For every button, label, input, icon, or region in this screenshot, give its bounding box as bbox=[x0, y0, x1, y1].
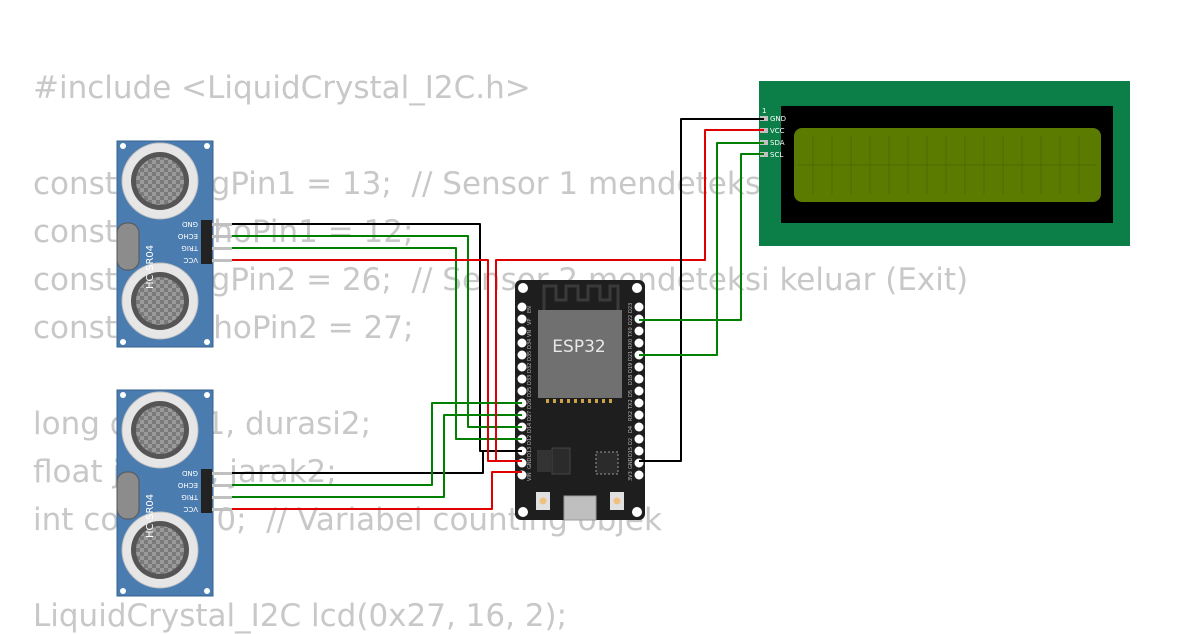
pin-label-d23: D23 bbox=[628, 303, 634, 313]
lcd-character-grid bbox=[798, 136, 1097, 194]
pin-label-trig: TRIG bbox=[181, 244, 199, 252]
pin-one-marker: 1 bbox=[762, 107, 766, 115]
pin-label-gnd: GND bbox=[628, 457, 634, 469]
wire-s1-echo[interactable] bbox=[232, 235, 522, 428]
wire-lcd-scl[interactable] bbox=[639, 153, 764, 321]
sensor-model-label: HC-SR04 bbox=[145, 245, 156, 289]
wire-lcd-gnd[interactable] bbox=[639, 118, 764, 462]
wire-lcd-sda[interactable] bbox=[639, 142, 764, 356]
pin-label-rx2: RX2 bbox=[628, 411, 634, 421]
pin-label-d2: D2 bbox=[628, 438, 634, 445]
wire-s1-vcc[interactable] bbox=[232, 259, 522, 462]
pin-label-3v3: 3V3 bbox=[628, 471, 634, 481]
transducer-bottom bbox=[121, 511, 199, 589]
transducer-bottom bbox=[121, 262, 199, 340]
pin-label-d4: D4 bbox=[628, 426, 634, 433]
lcd-1602-i2c[interactable]: 1 GND VCC SDA SCL bbox=[759, 81, 1130, 246]
voltage-regulator-tab bbox=[537, 450, 551, 472]
pin-label-gnd: GND bbox=[527, 457, 533, 469]
wire-s1-trig[interactable] bbox=[232, 247, 522, 440]
module-castellations bbox=[546, 399, 612, 403]
transducer-top bbox=[121, 142, 199, 220]
pin-label-d25: D25 bbox=[527, 387, 533, 397]
wire-s2-gnd[interactable] bbox=[232, 451, 484, 474]
pin-label-d14: D14 bbox=[527, 423, 533, 433]
pin-label-d21: D21 bbox=[628, 351, 634, 361]
lcd-pin-label-vcc: VCC bbox=[770, 127, 785, 135]
left-pin-column[interactable] bbox=[517, 302, 527, 480]
wire-s2-vcc[interactable] bbox=[232, 471, 522, 510]
wire-lcd-vcc[interactable] bbox=[495, 129, 764, 461]
pin-label-d35: D35 bbox=[527, 351, 533, 361]
pin-label-gnd: GND bbox=[182, 220, 198, 228]
wires bbox=[232, 118, 764, 510]
pin-label-d22: D22 bbox=[628, 315, 634, 325]
pin-label-rx0: RX0 bbox=[628, 339, 634, 349]
code-line: LiquidCrystal_I2C lcd(0x27, 16, 2); bbox=[33, 598, 568, 634]
pin-label-tx2: TX2 bbox=[628, 399, 634, 410]
pin-label-echo: ECHO bbox=[177, 481, 198, 489]
transducer-top bbox=[121, 391, 199, 469]
sensor-pin-header[interactable] bbox=[201, 469, 232, 513]
usb-uart-chip bbox=[595, 451, 619, 475]
pin-label-d33: D33 bbox=[527, 375, 533, 385]
lcd-pin-label-gnd: GND bbox=[770, 115, 786, 123]
lcd-pin-label-sda: SDA bbox=[770, 139, 785, 147]
pin-label-vin: VIN bbox=[527, 472, 533, 481]
ultrasonic-sensor-1[interactable]: HC-SR04 GND ECHO TRIG VCC bbox=[116, 140, 232, 348]
pin-label-d18: D18 bbox=[628, 375, 634, 385]
esp32-chip-label: ESP32 bbox=[552, 337, 605, 357]
sensor-pin-header[interactable] bbox=[201, 220, 232, 264]
ultrasonic-sensor-2[interactable]: HC-SR04 GND ECHO TRIG VCC bbox=[116, 389, 232, 597]
pin-label-tx0: TX0 bbox=[628, 327, 634, 338]
pin-label-d15: D15 bbox=[628, 447, 634, 457]
pin-label-echo: ECHO bbox=[177, 232, 198, 240]
pin-label-d19: D19 bbox=[628, 363, 634, 373]
pin-label-d13: D13 bbox=[527, 447, 533, 457]
lcd-pin-label-scl: SCL bbox=[770, 151, 783, 159]
pin-label-vcc: VCC bbox=[183, 505, 198, 513]
code-line: #include <LiquidCrystal_I2C.h> bbox=[33, 70, 531, 106]
wire-s1-gnd[interactable] bbox=[232, 223, 522, 452]
pin-label-d34: D34 bbox=[527, 339, 533, 349]
pin-label-d27: D27 bbox=[527, 411, 533, 421]
usb-port[interactable] bbox=[563, 495, 597, 521]
right-pin-column[interactable] bbox=[634, 302, 644, 480]
pin-label-vcc: VCC bbox=[183, 256, 198, 264]
pin-label-vp: VP bbox=[527, 319, 533, 325]
pin-label-trig: TRIG bbox=[181, 493, 199, 501]
antenna-trace bbox=[542, 284, 620, 312]
wire-s2-trig[interactable] bbox=[232, 414, 522, 498]
pin-label-vn: VN bbox=[527, 330, 533, 337]
crystal-oscillator bbox=[116, 471, 140, 520]
pin-label-d5: D5 bbox=[628, 390, 634, 397]
pin-label-d12: D12 bbox=[527, 435, 533, 445]
pin-label-en: EN bbox=[527, 306, 533, 313]
voltage-regulator bbox=[551, 447, 571, 475]
wire-s2-echo[interactable] bbox=[232, 402, 522, 486]
crystal-oscillator bbox=[116, 222, 140, 271]
pin-label-d32: D32 bbox=[527, 363, 533, 373]
sensor-model-label: HC-SR04 bbox=[145, 494, 156, 538]
pin-label-gnd: GND bbox=[182, 469, 198, 477]
pin-label-d26: D26 bbox=[527, 399, 533, 409]
esp32-module-shield bbox=[538, 310, 622, 398]
